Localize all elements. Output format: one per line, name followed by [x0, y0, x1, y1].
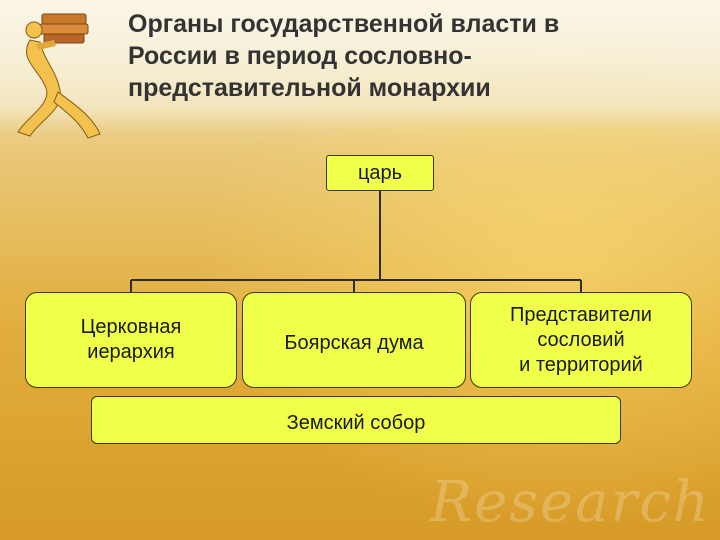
node-boyar-duma: Боярская дума [242, 292, 466, 388]
node-church-hierarchy: Церковная иерархия [25, 292, 237, 388]
node-tsar: царь [326, 155, 434, 191]
title-line-1: Органы государственной власти в [128, 10, 560, 38]
node-zemsky-label: Земский собор [286, 411, 426, 434]
figure-with-books-icon [17, 13, 101, 139]
watermark-text: Research [430, 470, 711, 535]
header-band [0, 0, 720, 130]
node-estates-line-1: Представители [510, 303, 652, 326]
node-zemsky-sobor: Земский собор [91, 396, 621, 444]
node-estate-representatives: Представители сословий и территорий [470, 292, 692, 388]
node-estates-line-3: и территорий [519, 353, 643, 376]
node-church-line-1: Церковная [80, 316, 182, 338]
node-estates-line-2: сословий [537, 328, 625, 351]
title-line-2: России в период сословно- [128, 42, 472, 70]
node-church-line-2: иерархия [87, 341, 175, 363]
node-boyar-label: Боярская дума [284, 331, 424, 354]
slide-title: Органы государственной власти в России в… [128, 8, 688, 104]
title-line-3: представительной монархии [128, 74, 491, 102]
node-tsar-label: царь [357, 161, 403, 184]
